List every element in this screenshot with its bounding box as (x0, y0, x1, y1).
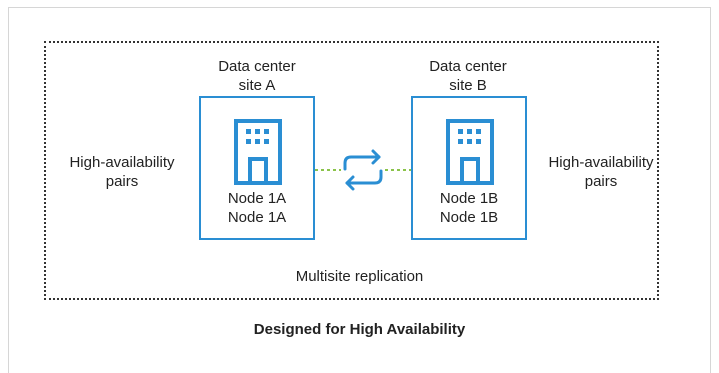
site-b-node-labels: Node 1B Node 1B (413, 189, 525, 227)
building-icon (446, 119, 494, 185)
site-a-title-line1: Data center (218, 58, 296, 75)
site-b-title-line2: site B (449, 77, 487, 94)
site-a-node-labels: Node 1A Node 1A (201, 189, 313, 227)
right-ha-label-line2: pairs (584, 173, 618, 190)
node-1a-label: Node 1A (227, 190, 287, 207)
replication-link (315, 149, 411, 191)
building-icon (234, 119, 282, 185)
right-ha-label: High-availability pairs (531, 153, 671, 191)
sync-arrows-icon (343, 149, 383, 191)
left-ha-label-line1: High-availability (69, 154, 175, 171)
site-a-node-box: Node 1A Node 1A (199, 96, 315, 240)
right-ha-label-line1: High-availability (548, 154, 654, 171)
node-1b-label-2: Node 1B (439, 209, 499, 226)
left-ha-label-line2: pairs (105, 173, 139, 190)
site-b-title-line1: Data center (429, 58, 507, 75)
site-b-title: Data center site B (408, 57, 528, 95)
multisite-boundary (44, 41, 659, 300)
diagram-caption: Designed for High Availability (253, 321, 466, 338)
multisite-replication-label: Multisite replication (295, 268, 424, 285)
site-a-title: Data center site A (197, 57, 317, 95)
site-b-node-box: Node 1B Node 1B (411, 96, 527, 240)
site-a-title-line2: site A (238, 77, 276, 94)
left-ha-label: High-availability pairs (52, 153, 192, 191)
diagram-frame (8, 7, 711, 373)
node-1a-label-2: Node 1A (227, 209, 287, 226)
node-1b-label: Node 1B (439, 190, 499, 207)
